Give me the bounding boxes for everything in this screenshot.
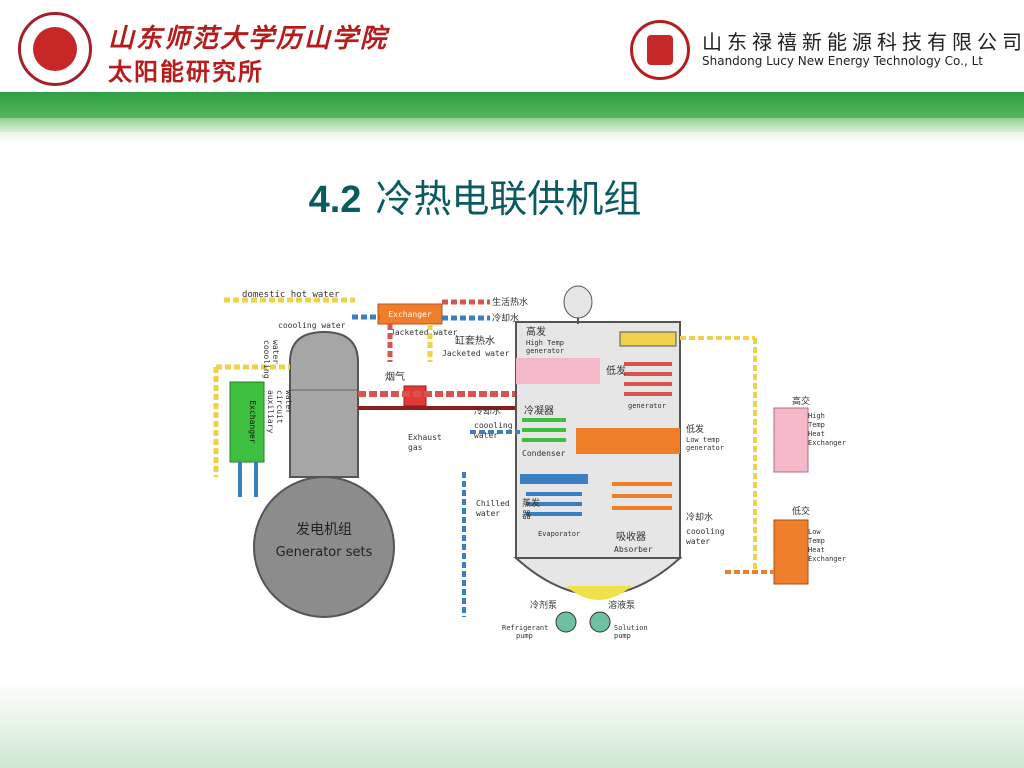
ref-pump-label-en-1: Refrigerant bbox=[502, 624, 548, 632]
coooling-right-label-1: coooling bbox=[686, 527, 725, 536]
absorber-label-cn: 吸收器 bbox=[616, 530, 646, 543]
bottom-gradient bbox=[0, 680, 1024, 768]
sol-pump-label-cn: 溶液泵 bbox=[608, 599, 635, 611]
aux-label-1: auxiliary bbox=[266, 390, 275, 434]
high-temp-heat-exchanger bbox=[773, 407, 809, 473]
left-exchanger-label: Exchanger bbox=[248, 400, 257, 444]
high-temp-generator bbox=[516, 358, 600, 384]
high-gen-label-cn: 高发 bbox=[526, 325, 546, 338]
cooling-water-top-label-cn: 冷却水 bbox=[492, 312, 519, 324]
left-coooling-label-1: coooling bbox=[262, 340, 271, 379]
exhaust-label-2: gas bbox=[408, 443, 423, 452]
evap-label-cn: 蒸发 bbox=[522, 497, 540, 509]
evaporator-tray bbox=[520, 474, 588, 484]
low-gen-coil bbox=[624, 362, 672, 396]
generator-set-tower bbox=[289, 330, 359, 478]
coooling-water-top-label: coooling water bbox=[278, 321, 346, 330]
company-name-en: Shandong Lucy New Energy Technology Co.,… bbox=[702, 54, 983, 68]
low-temp-gen-label-en-1: Low temp bbox=[686, 436, 720, 444]
aux-label-3: water bbox=[284, 390, 293, 414]
coooling-right-label-2: water bbox=[686, 537, 710, 546]
ref-pump-label-en-2: pump bbox=[516, 632, 533, 640]
high-gen-label-en-1: High Temp bbox=[526, 339, 564, 347]
domestic-hot-water-label: domestic hot water bbox=[242, 290, 340, 300]
chilled-label-2: water bbox=[476, 509, 500, 518]
low-gen-label-cn: 低发 bbox=[606, 364, 626, 377]
generator-set-label-en: Generator sets bbox=[276, 545, 373, 560]
school-name: 山东师范大学历山学院 bbox=[108, 24, 389, 54]
left-exchanger bbox=[229, 381, 265, 463]
aux-label-2: circuit bbox=[275, 390, 284, 424]
evap-label-cn-2: 器 bbox=[522, 510, 531, 521]
solution-pump bbox=[589, 611, 611, 633]
jacketed-water-label-en: Jacketed water bbox=[442, 349, 510, 358]
flue-gas-label-cn: 烟气 bbox=[385, 370, 405, 383]
sol-pump-label-en-1: Solution bbox=[614, 624, 648, 632]
condenser-label-en: Condenser bbox=[522, 449, 566, 458]
company-logo bbox=[630, 20, 690, 80]
absorber-coil bbox=[612, 482, 672, 510]
jacketed-water-label: Jacketed water bbox=[390, 328, 458, 337]
low-ex-label-en-2: Temp bbox=[808, 537, 825, 545]
low-ex-label-en-1: Low bbox=[808, 528, 821, 536]
left-coooling-label-2: water bbox=[271, 340, 280, 364]
condenser-label-cn: 冷凝器 bbox=[524, 404, 554, 417]
jacketed-water-label-cn: 缸套热水 bbox=[455, 334, 495, 347]
separator-dome bbox=[563, 285, 593, 319]
cooling-right-label-cn: 冷却水 bbox=[686, 511, 713, 523]
header-band-light bbox=[0, 118, 1024, 132]
company-name-cn: 山东禄禧新能源科技有限公司 bbox=[702, 30, 1024, 54]
low-temp-gen-label-en-2: generator bbox=[686, 444, 724, 452]
high-ex-label-cn: 高交 bbox=[792, 395, 810, 407]
header-band-dark bbox=[0, 92, 1024, 118]
cchp-diagram-svg: 发电机组 Generator sets domestic hot water E… bbox=[213, 285, 846, 640]
cooling-mid-label-cn: 冷却水 bbox=[474, 405, 501, 417]
high-ex-label-en-2: Temp bbox=[808, 421, 825, 429]
low-gen-generator-label: generator bbox=[628, 402, 666, 410]
slide-title: 4.2 冷热电联供机组 bbox=[0, 168, 950, 223]
high-ex-label-en-4: Exchanger bbox=[808, 439, 846, 447]
cchp-diagram: 发电机组 Generator sets domestic hot water E… bbox=[180, 222, 860, 650]
low-temp-generator bbox=[576, 428, 680, 454]
refrigerant-pump bbox=[555, 611, 577, 633]
coooling-mid-label-1: coooling bbox=[474, 421, 513, 430]
slide-title-text: 冷热电联供机组 bbox=[375, 177, 642, 221]
low-ex-label-en-4: Exchanger bbox=[808, 555, 846, 563]
school-logo bbox=[18, 12, 92, 86]
evap-label-en: Evaporator bbox=[538, 530, 580, 538]
sol-pump-label-en-2: pump bbox=[614, 632, 631, 640]
solution-pool bbox=[566, 586, 632, 600]
evaporator-coil bbox=[526, 492, 582, 516]
header-area bbox=[0, 0, 1024, 100]
header-band-fade bbox=[0, 132, 1024, 142]
low-ex-label-cn: 低交 bbox=[792, 505, 810, 517]
generator-set-label-cn: 发电机组 bbox=[296, 522, 352, 538]
chilled-label-1: Chilled bbox=[476, 499, 510, 508]
condenser-coil bbox=[522, 418, 566, 442]
top-exchanger-label: Exchanger bbox=[388, 310, 432, 319]
low-temp-heat-exchanger bbox=[773, 519, 809, 585]
low-temp-gen-label-cn: 低发 bbox=[686, 423, 704, 435]
high-gen-label-en-2: generator bbox=[526, 347, 564, 355]
coooling-mid-label-2: water bbox=[474, 431, 498, 440]
hot-water-label-cn: 生活热水 bbox=[492, 296, 528, 308]
low-ex-label-en-3: Heat bbox=[808, 546, 825, 554]
absorber-label-en: Absorber bbox=[614, 545, 653, 554]
ref-pump-label-cn: 冷剂泵 bbox=[530, 599, 557, 611]
high-ex-label-en-1: High bbox=[808, 412, 825, 420]
exhaust-label-1: Exhaust bbox=[408, 433, 442, 442]
slide-number: 4.2 bbox=[308, 179, 362, 221]
low-gen-reservoir bbox=[619, 331, 677, 347]
high-ex-label-en-3: Heat bbox=[808, 430, 825, 438]
institute-name: 太阳能研究所 bbox=[108, 57, 264, 86]
top-exchanger bbox=[377, 303, 443, 325]
